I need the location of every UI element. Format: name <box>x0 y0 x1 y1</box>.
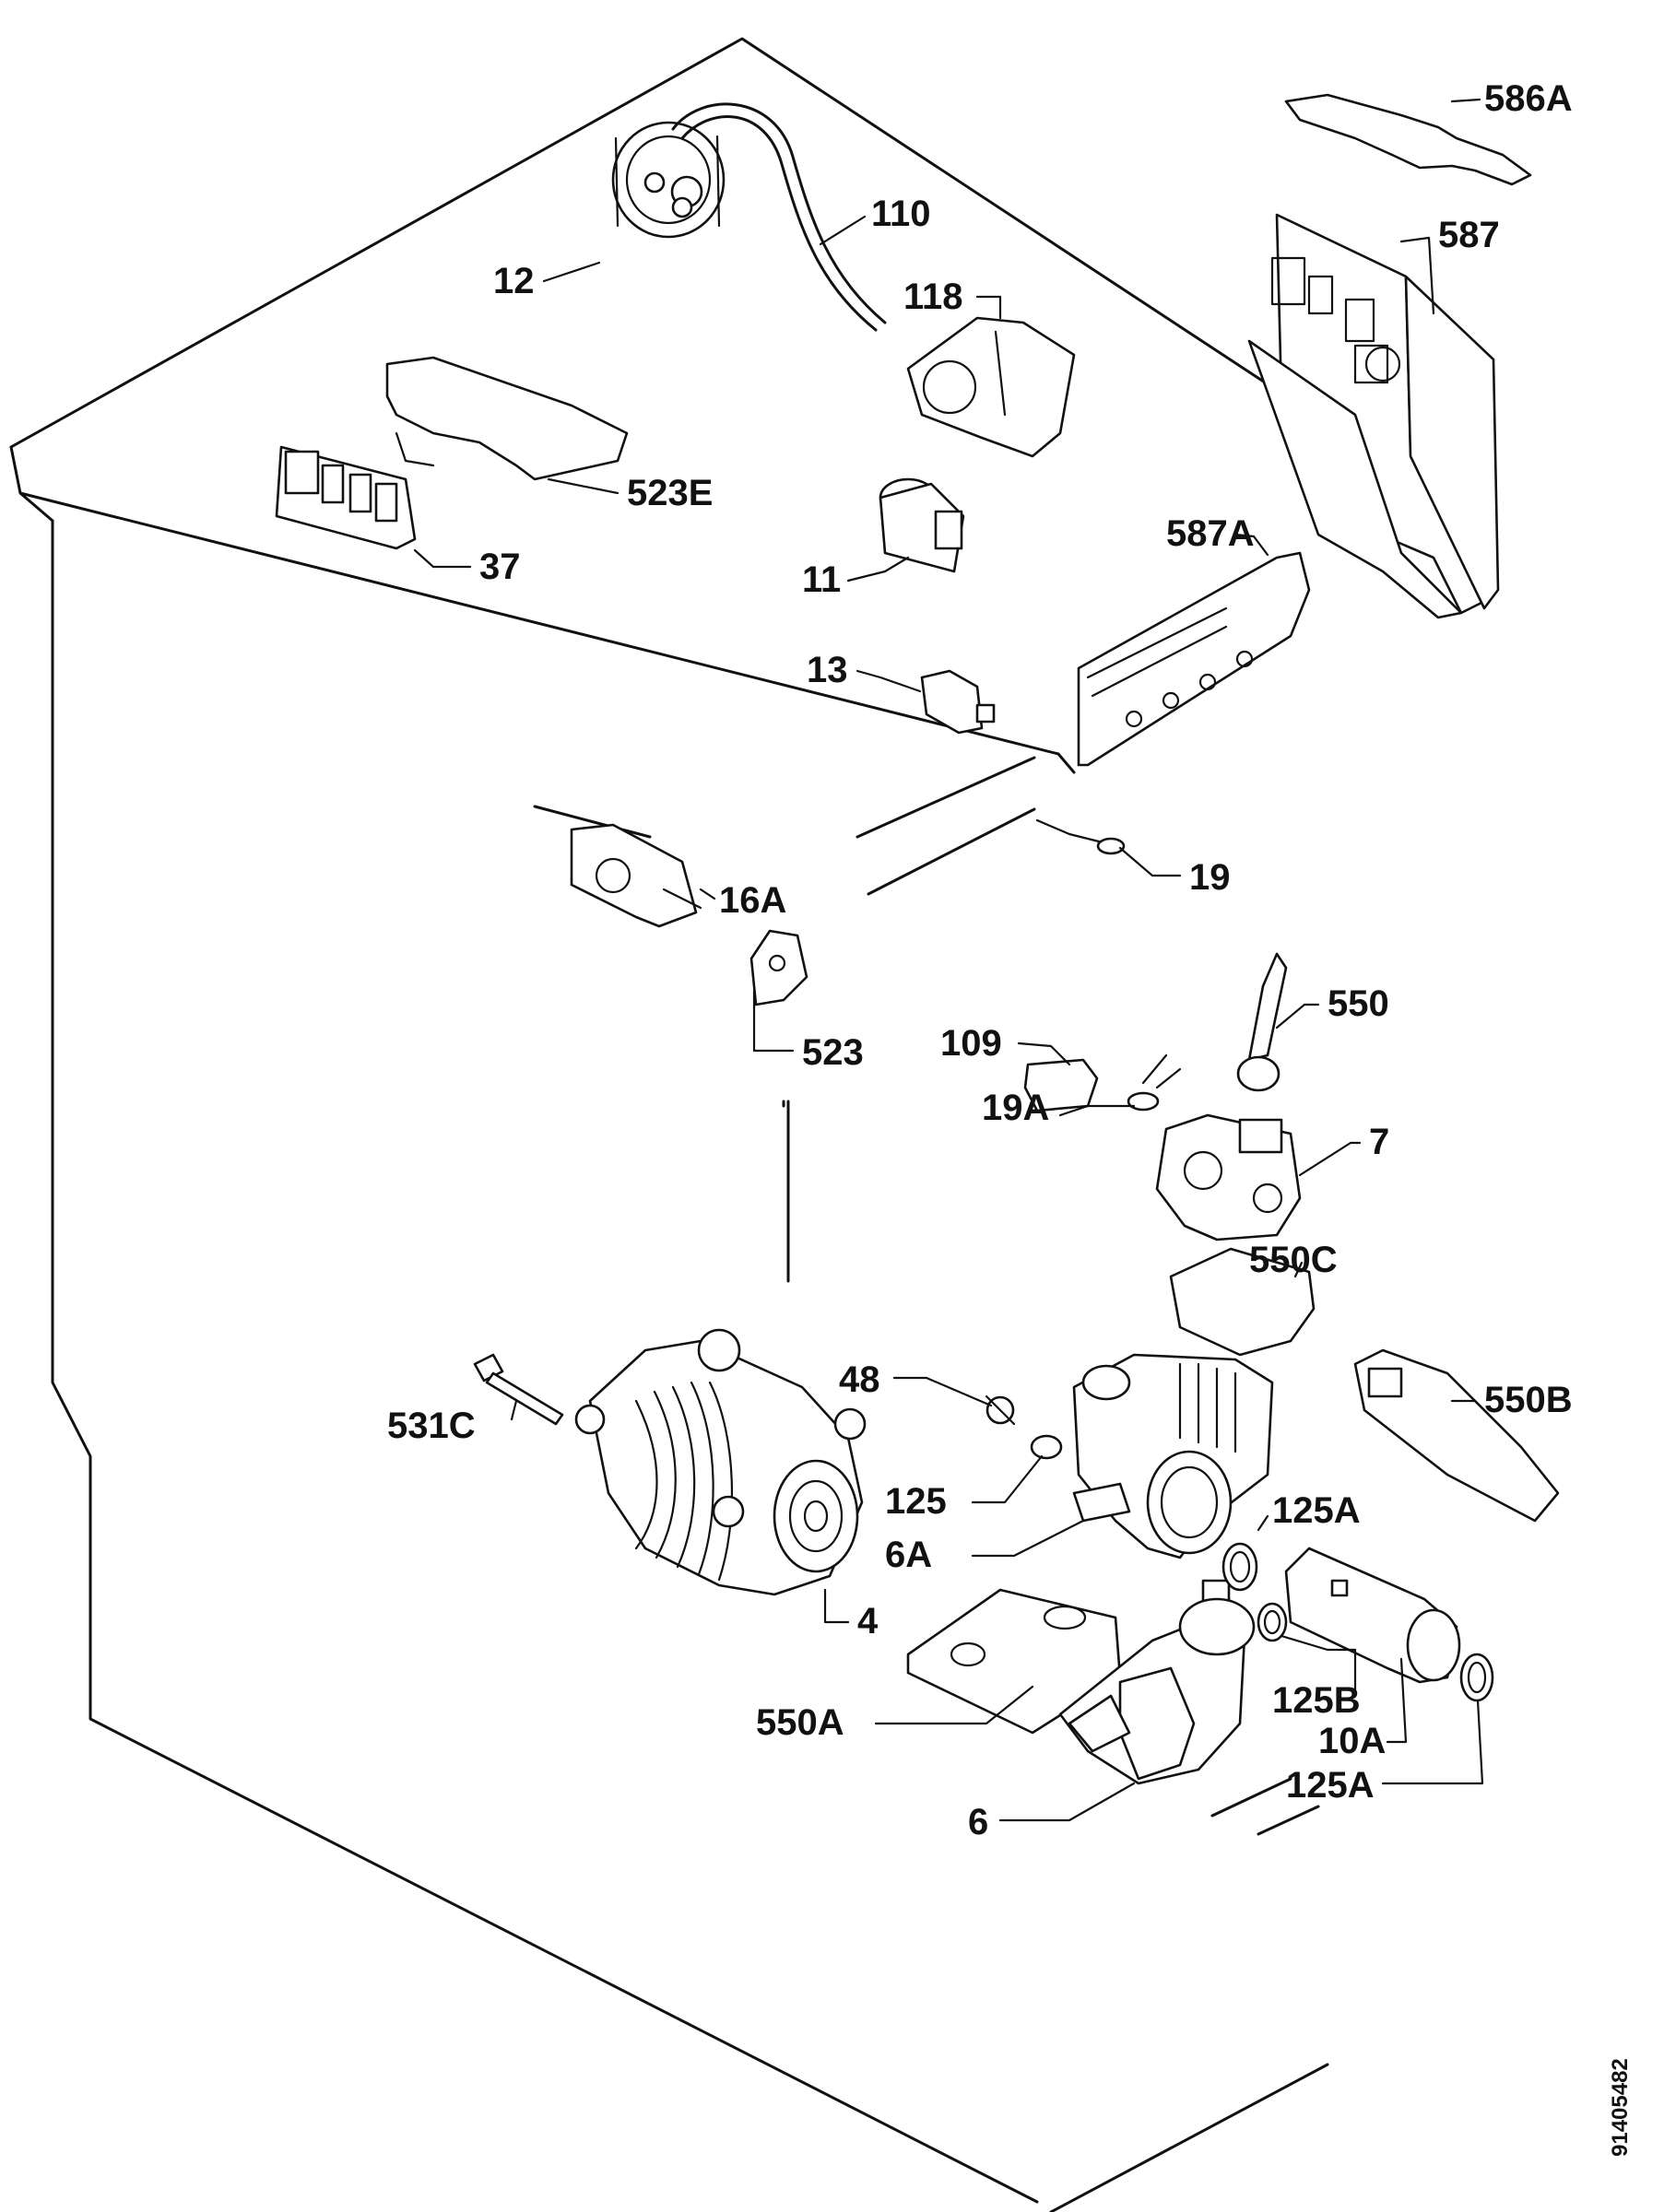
part-6a-pump-body <box>1072 1353 1274 1559</box>
part-19-sensor <box>1035 818 1126 855</box>
label-125: 125 <box>885 1481 947 1522</box>
label-6: 6 <box>968 1802 988 1842</box>
label-4: 4 <box>857 1601 879 1641</box>
label-587: 587 <box>1438 215 1500 255</box>
cabinet-outline <box>9 37 1329 2212</box>
label-550: 550 <box>1328 983 1389 1024</box>
label-550a: 550A <box>756 1702 844 1743</box>
label-37: 37 <box>479 547 521 587</box>
label-110: 110 <box>871 194 931 234</box>
label-550c: 550C <box>1249 1240 1338 1280</box>
label-550b: 550B <box>1484 1380 1573 1420</box>
part-110-cable <box>671 102 887 332</box>
part-11-capacitor <box>879 477 965 573</box>
part-labels: 586A 110 587 12 118 523E 37 11 587A 13 1… <box>387 78 1573 1842</box>
label-11: 11 <box>802 559 841 600</box>
label-586a: 586A <box>1484 78 1573 119</box>
part-550-probe <box>1236 952 1288 1092</box>
part-531c-bolt <box>473 1353 564 1426</box>
label-523: 523 <box>802 1032 864 1073</box>
label-48: 48 <box>839 1359 880 1400</box>
label-19: 19 <box>1189 857 1231 898</box>
part-523-plate <box>749 929 808 1006</box>
label-587a: 587A <box>1166 513 1255 554</box>
part-125b-seal <box>1257 1602 1288 1642</box>
part-586a-bracket <box>1284 93 1532 186</box>
part-37-switch-block <box>275 445 417 550</box>
label-19a: 19A <box>982 1088 1049 1128</box>
leader-lines <box>413 98 1484 1822</box>
part-4-motor <box>574 1328 867 1596</box>
label-125b: 125B <box>1272 1680 1361 1721</box>
label-7: 7 <box>1369 1122 1389 1162</box>
part-7-heater-housing <box>1155 1113 1302 1241</box>
label-125a-top: 125A <box>1272 1490 1361 1531</box>
label-118: 118 <box>903 276 963 317</box>
label-523e: 523E <box>627 473 713 513</box>
document-number: 91405482 <box>1608 2058 1633 2157</box>
part-12-timer-unit <box>611 121 726 239</box>
part-16a-switch <box>570 823 702 928</box>
label-12: 12 <box>493 261 535 301</box>
part-587a-circuit-board <box>1077 551 1311 767</box>
part-10a-hose <box>1284 1547 1461 1684</box>
part-6-drain-pump <box>1058 1579 1256 1785</box>
part-13-connector <box>920 669 996 735</box>
part-550b-bracket <box>1353 1348 1560 1523</box>
part-125a-seal-top <box>1221 1542 1258 1592</box>
part-587-control-module <box>1247 213 1500 619</box>
label-125a-bottom: 125A <box>1286 1765 1375 1806</box>
part-118-door-lock <box>906 316 1076 458</box>
label-109: 109 <box>940 1023 1002 1064</box>
part-19a-sensor <box>1127 1053 1182 1112</box>
label-16a: 16A <box>719 880 786 921</box>
label-13: 13 <box>807 650 848 690</box>
part-125-seal <box>1030 1434 1063 1460</box>
part-523e-bracket <box>385 356 629 481</box>
part-48-plug <box>985 1394 1016 1426</box>
part-550c-cover <box>1169 1247 1316 1357</box>
label-10a: 10A <box>1318 1721 1386 1761</box>
part-125a-seal-bottom <box>1459 1653 1494 1702</box>
label-531c: 531C <box>387 1406 476 1446</box>
label-6a: 6A <box>885 1535 932 1575</box>
